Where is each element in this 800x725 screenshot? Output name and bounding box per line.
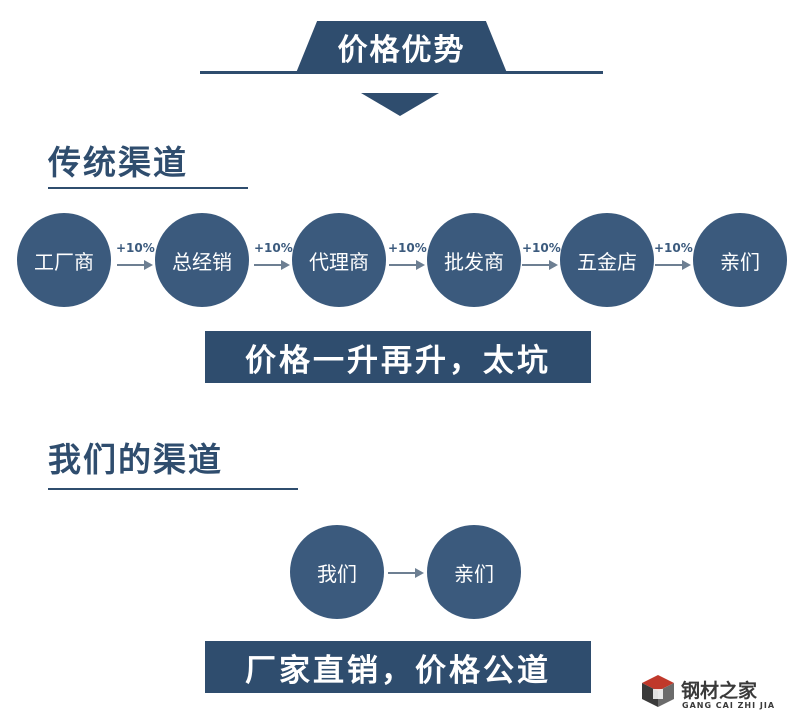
flow-arrow-icon xyxy=(655,258,691,272)
node-agent: 代理商 xyxy=(292,213,386,307)
node-hardware-store: 五金店 xyxy=(560,213,654,307)
flow-arrow-icon xyxy=(117,258,153,272)
our-channel-title: 我们的渠道 xyxy=(48,440,223,479)
flow-arrow-icon xyxy=(522,258,558,272)
node-general-distributor: 总经销 xyxy=(155,213,249,307)
flow-arrow-icon xyxy=(388,566,424,580)
node-wholesaler: 批发商 xyxy=(427,213,521,307)
traditional-price-banner: 价格一升再升，太坑 xyxy=(205,331,591,383)
node-customer: 亲们 xyxy=(693,213,787,307)
flow-arrow-icon xyxy=(389,258,425,272)
logo-name: 钢材之家 xyxy=(681,680,758,702)
markup-label: +10% xyxy=(254,241,293,255)
traditional-title-underline xyxy=(48,187,248,189)
traditional-channel-title: 传统渠道 xyxy=(48,143,188,182)
flow-arrow-icon xyxy=(254,258,290,272)
cube-logo-icon xyxy=(640,673,676,709)
node-factory: 工厂商 xyxy=(17,213,111,307)
header-down-arrow-icon xyxy=(361,93,439,116)
markup-label: +10% xyxy=(116,241,155,255)
direct-price-banner: 厂家直销，价格公道 xyxy=(205,641,591,693)
node-us: 我们 xyxy=(290,525,384,619)
our-title-underline xyxy=(48,488,298,490)
header-title: 价格优势 xyxy=(296,21,507,73)
node-customer-direct: 亲们 xyxy=(427,525,521,619)
markup-label: +10% xyxy=(522,241,561,255)
markup-label: +10% xyxy=(654,241,693,255)
markup-label: +10% xyxy=(388,241,427,255)
logo-pinyin: GANG CAI ZHI JIA xyxy=(682,701,776,710)
